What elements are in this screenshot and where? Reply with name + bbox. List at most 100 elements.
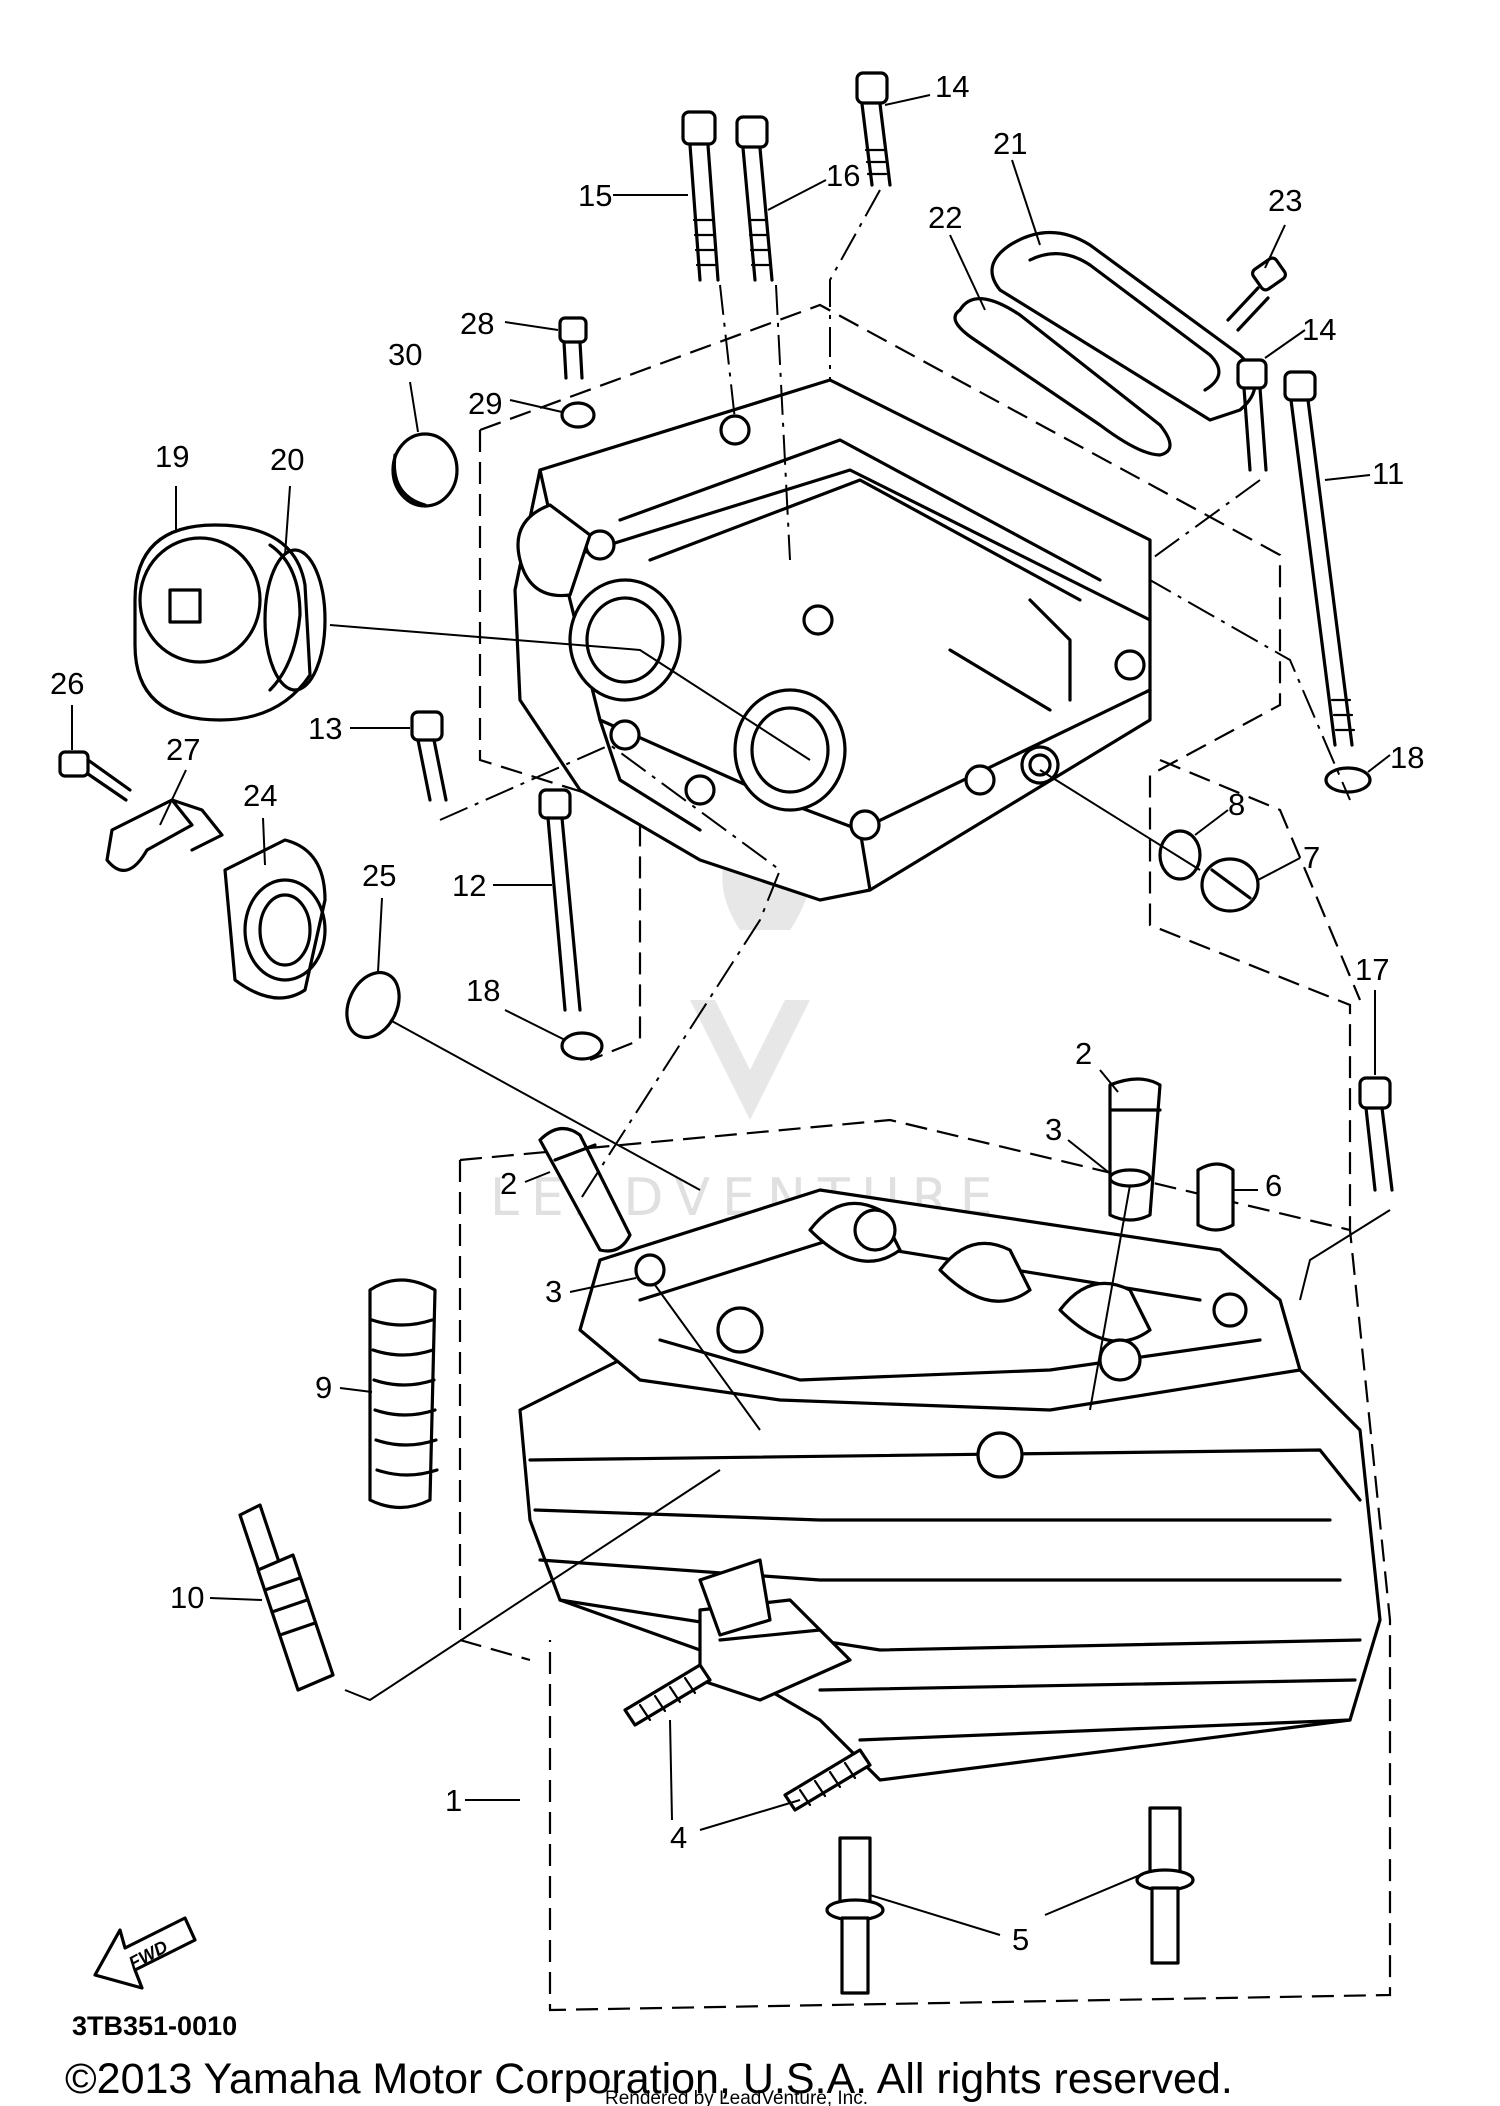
callout-10: 10: [170, 1580, 204, 1615]
leader-18-left: [504, 1009, 566, 1041]
leader-3-left: [569, 1277, 637, 1293]
stud-4-upper: [623, 1663, 712, 1727]
assembly-line-left-guide: [654, 1284, 761, 1431]
assembly-line-10: [344, 1469, 721, 1702]
bolt-14-right: [1236, 358, 1268, 472]
leader-24: [262, 817, 266, 866]
assembly-line-16: [775, 284, 791, 561]
leader-23: [1264, 224, 1286, 269]
cap-30: [391, 432, 459, 508]
callout-12: 12: [452, 868, 486, 903]
callout-14-right: 14: [1302, 312, 1336, 347]
callout-5: 5: [1012, 1922, 1029, 1957]
callout-18-left: 18: [466, 973, 500, 1008]
clamp-27: [105, 798, 224, 872]
copyright-notice: ©2013 Yamaha Motor Corporation, U.S.A. A…: [65, 2055, 1233, 2103]
washer-18-left: [560, 1031, 604, 1061]
valve-guide-2-right: [1108, 1077, 1162, 1222]
callout-19: 19: [155, 439, 189, 474]
leader-22: [949, 234, 986, 311]
circlip-3-left: [634, 1253, 666, 1287]
bolt-28: [558, 316, 588, 380]
assembly-line-7: [1039, 769, 1201, 871]
bolt-12: [538, 788, 582, 1012]
o-ring-8: [1158, 829, 1202, 881]
callout-15: 15: [578, 178, 612, 213]
leader-9: [339, 1387, 373, 1393]
diagram-code: 3TB351-0010: [72, 2011, 237, 2041]
bolt-23: [1226, 256, 1287, 332]
leader-29: [509, 399, 563, 413]
assembly-line-15: [719, 284, 736, 421]
callout-7: 7: [1303, 840, 1320, 875]
o-ring-25: [345, 970, 401, 1040]
callout-20: 20: [270, 442, 304, 477]
leader-4a: [669, 1719, 673, 1821]
screw-26: [58, 750, 132, 802]
leader-16: [767, 179, 827, 211]
callout-18-right: 18: [1390, 740, 1424, 775]
leader-20: [284, 485, 291, 556]
leader-2-left: [524, 1171, 551, 1183]
callout-17: 17: [1355, 952, 1389, 987]
holder-24: [223, 838, 327, 1000]
leader-7: [1257, 857, 1301, 881]
cylinder-head: [518, 1188, 1382, 1782]
callout-11: 11: [1372, 456, 1404, 491]
leader-14-right: [1264, 329, 1306, 359]
stud-5-right: [1135, 1806, 1195, 1965]
callout-4: 4: [670, 1820, 687, 1855]
leader-27: [159, 769, 187, 826]
leader-8: [1194, 809, 1229, 836]
callout-25: 25: [362, 858, 396, 893]
leader-10: [209, 1597, 263, 1601]
leader-14-top: [884, 94, 931, 106]
leader-21: [1011, 159, 1041, 246]
bolt-17: [1358, 1076, 1394, 1192]
callout-27: 27: [166, 732, 200, 767]
callout-14-top: 14: [935, 69, 969, 104]
assembly-line-25: [389, 1019, 701, 1191]
leader-18-right: [1367, 754, 1391, 773]
callout-1: 1: [445, 1783, 462, 1818]
callout-22: 22: [928, 200, 962, 235]
leader-3-right: [1067, 1139, 1113, 1176]
callout-30: 30: [388, 337, 422, 372]
bolt-11: [1283, 370, 1356, 747]
stud-4-lower: [783, 1748, 872, 1812]
callout-13: 13: [308, 711, 342, 746]
tappet-cover-19: [133, 523, 312, 722]
forward-arrow: FWD: [93, 1916, 197, 1990]
callout-26: 26: [50, 666, 84, 701]
washer-18-right: [1324, 766, 1372, 794]
leader-2-right: [1099, 1069, 1119, 1093]
assembly-line-17: [1299, 1209, 1391, 1301]
rendered-by: Rendered by LeadVenture, Inc.: [605, 2088, 868, 2106]
spark-plug-10: [238, 1503, 335, 1692]
leader-4b: [699, 1799, 801, 1831]
leader-5a: [869, 1894, 1001, 1936]
leader-25: [377, 897, 383, 973]
stud-5-left: [825, 1836, 885, 1995]
cylinder-head-cover: [513, 378, 1152, 902]
o-ring-20: [263, 548, 327, 692]
callout-6: 6: [1265, 1168, 1282, 1203]
plug-7: [1200, 857, 1260, 913]
bolt-15: [681, 110, 720, 282]
callout-16: 16: [826, 158, 860, 193]
assembly-line-19: [329, 624, 811, 761]
callout-8: 8: [1228, 787, 1245, 822]
callout-24: 24: [243, 778, 277, 813]
callout-3-left: 3: [545, 1274, 562, 1309]
assembly-line-11: [1149, 479, 1351, 801]
leader-5b: [1044, 1869, 1153, 1916]
assembly-line-left: [439, 743, 782, 1201]
leader-28: [504, 321, 559, 331]
callout-23: 23: [1268, 183, 1302, 218]
washer-29: [560, 401, 596, 429]
callout-2-left: 2: [500, 1166, 517, 1201]
dowel-6: [1196, 1162, 1235, 1232]
callout-21: 21: [993, 126, 1027, 161]
callout-28: 28: [460, 306, 494, 341]
